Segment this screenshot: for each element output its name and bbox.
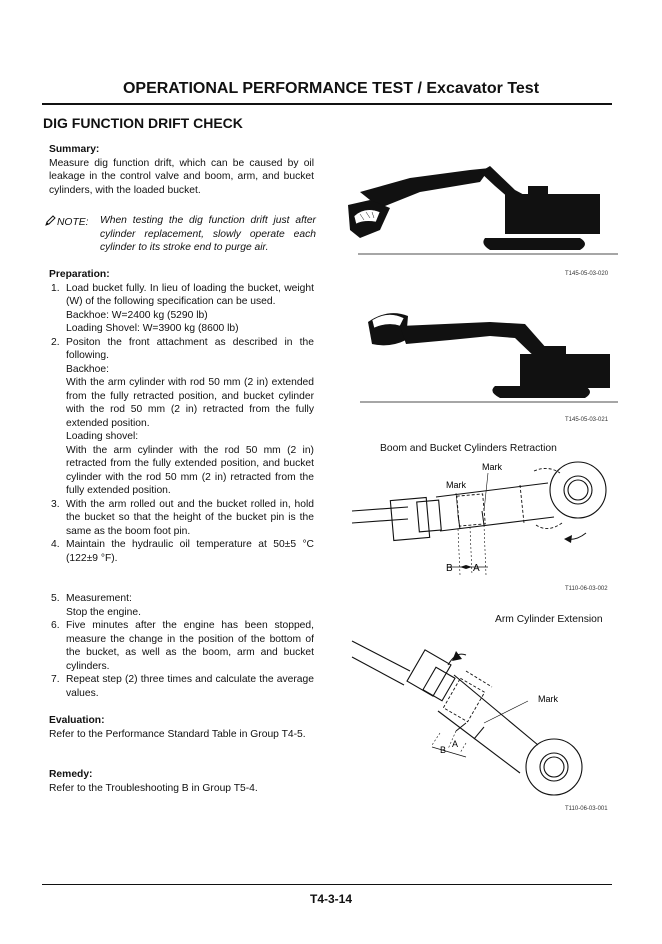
- figure-cylinder-retraction: Mark Mark B A: [351, 461, 607, 576]
- page-number: T4-3-14: [309, 892, 353, 906]
- figure-excavator-loading-shovel: [360, 313, 618, 403]
- figure-cylinder-extension: Mark B A: [351, 640, 583, 796]
- evaluation-text: Refer to the Performance Standard Table …: [49, 728, 306, 740]
- step-item: 7. Repeat step (2) three times and calcu…: [51, 674, 314, 699]
- section-title: DIG FUNCTION DRIFT CHECK: [43, 115, 243, 131]
- step-item: 5. Measurement: Stop the engine.: [51, 593, 141, 618]
- preparation-heading: Preparation:: [49, 269, 110, 280]
- summary-text: Measure dig function drift, which can be…: [49, 157, 314, 196]
- header-rule: [42, 103, 612, 105]
- summary-block: Summary: Measure dig function drift, whi…: [49, 143, 314, 197]
- figure-3-label-a: A: [473, 563, 480, 574]
- step-item: 2. Positon the front attachment as descr…: [51, 336, 314, 497]
- figure-4-label-b: B: [440, 745, 446, 755]
- remedy-block: Remedy: Refer to the Troubleshooting B i…: [49, 768, 314, 795]
- note-label: NOTE:: [57, 217, 89, 228]
- step-item: 1. Load bucket fully. In lieu of loading…: [51, 282, 314, 335]
- remedy-heading: Remedy:: [49, 769, 93, 780]
- preparation-steps: 1. Load bucket fully. In lieu of loading…: [49, 282, 314, 566]
- evaluation-block: Evaluation: Refer to the Performance Sta…: [49, 714, 314, 741]
- figure-3-label-b: B: [446, 563, 453, 574]
- footer-rule: [42, 884, 612, 885]
- figure-3-title: Boom and Bucket Cylinders Retraction: [380, 443, 557, 454]
- measurement-block: 5. Measurement: Stop the engine. 6. Five…: [49, 592, 314, 700]
- figure-excavator-backhoe: [348, 166, 618, 255]
- figure-3-mark-left: Mark: [446, 480, 466, 490]
- page-header-title: OPERATIONAL PERFORMANCE TEST / Excavator…: [122, 80, 540, 97]
- step-item: 4. Maintain the hydraulic oil temperatur…: [51, 539, 314, 564]
- figure-3-mark-top: Mark: [482, 462, 502, 472]
- figure-4-caption: T110-06-03-001: [565, 806, 608, 812]
- evaluation-heading: Evaluation:: [49, 715, 105, 726]
- preparation-block: Preparation: 1. Load bucket fully. In li…: [49, 268, 314, 565]
- figure-1-caption: T145-05-03-020: [565, 271, 609, 277]
- measurement-steps: 5. Measurement: Stop the engine. 6. Five…: [49, 592, 314, 700]
- step-item: 6. Five minutes after the engine has bee…: [51, 620, 314, 672]
- figure-4-label-a: A: [452, 739, 458, 749]
- note-text: When testing the dig function drift just…: [100, 215, 316, 253]
- remedy-text: Refer to the Troubleshooting B in Group …: [49, 782, 258, 794]
- summary-heading: Summary:: [49, 144, 100, 155]
- figure-2-caption: T145-05-03-021: [565, 417, 609, 423]
- figure-4-mark: Mark: [538, 694, 558, 704]
- figure-4-title: Arm Cylinder Extension: [495, 614, 603, 625]
- step-item: 3. With the arm rolled out and the bucke…: [51, 498, 314, 537]
- figure-3-caption: T110-06-03-002: [565, 586, 608, 592]
- pencil-icon: [45, 215, 56, 226]
- note-block: NOTE: When testing the dig function drif…: [44, 214, 316, 255]
